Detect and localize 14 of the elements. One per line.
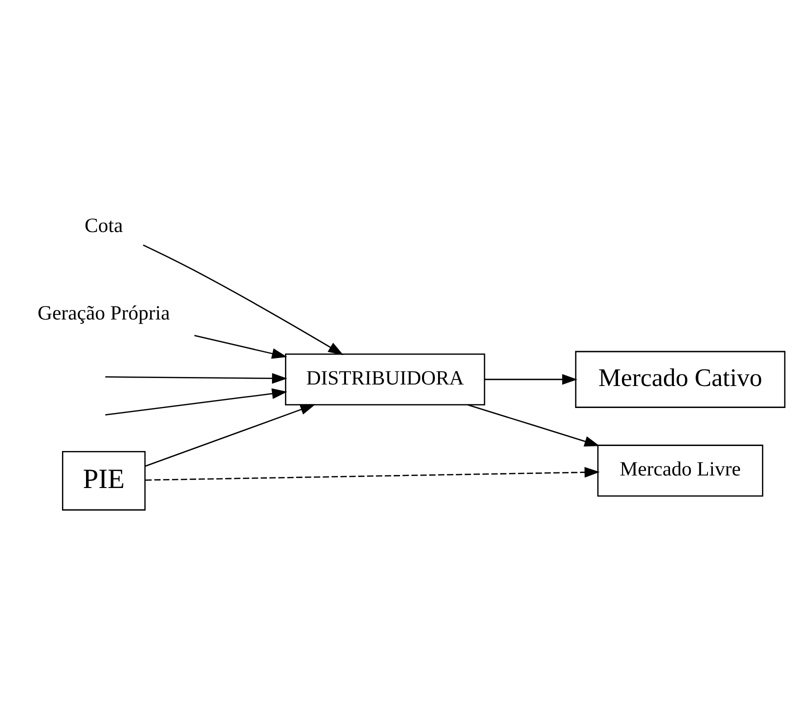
arrow [468,404,600,446]
arrow [144,404,316,466]
arrow [484,374,578,384]
arrow [194,334,288,358]
node-box: Mercado Livre [597,444,764,496]
arrow [105,388,288,416]
node-box: PIE [62,450,146,510]
arrow [145,466,600,480]
node-text: Geração Própria [38,302,170,324]
arrow [142,244,344,355]
node-text: Cota [84,214,123,237]
arrow [105,372,288,384]
node-box: Mercado Cativo [575,350,786,408]
node-box: DISTRIBUIDORA [284,352,486,405]
